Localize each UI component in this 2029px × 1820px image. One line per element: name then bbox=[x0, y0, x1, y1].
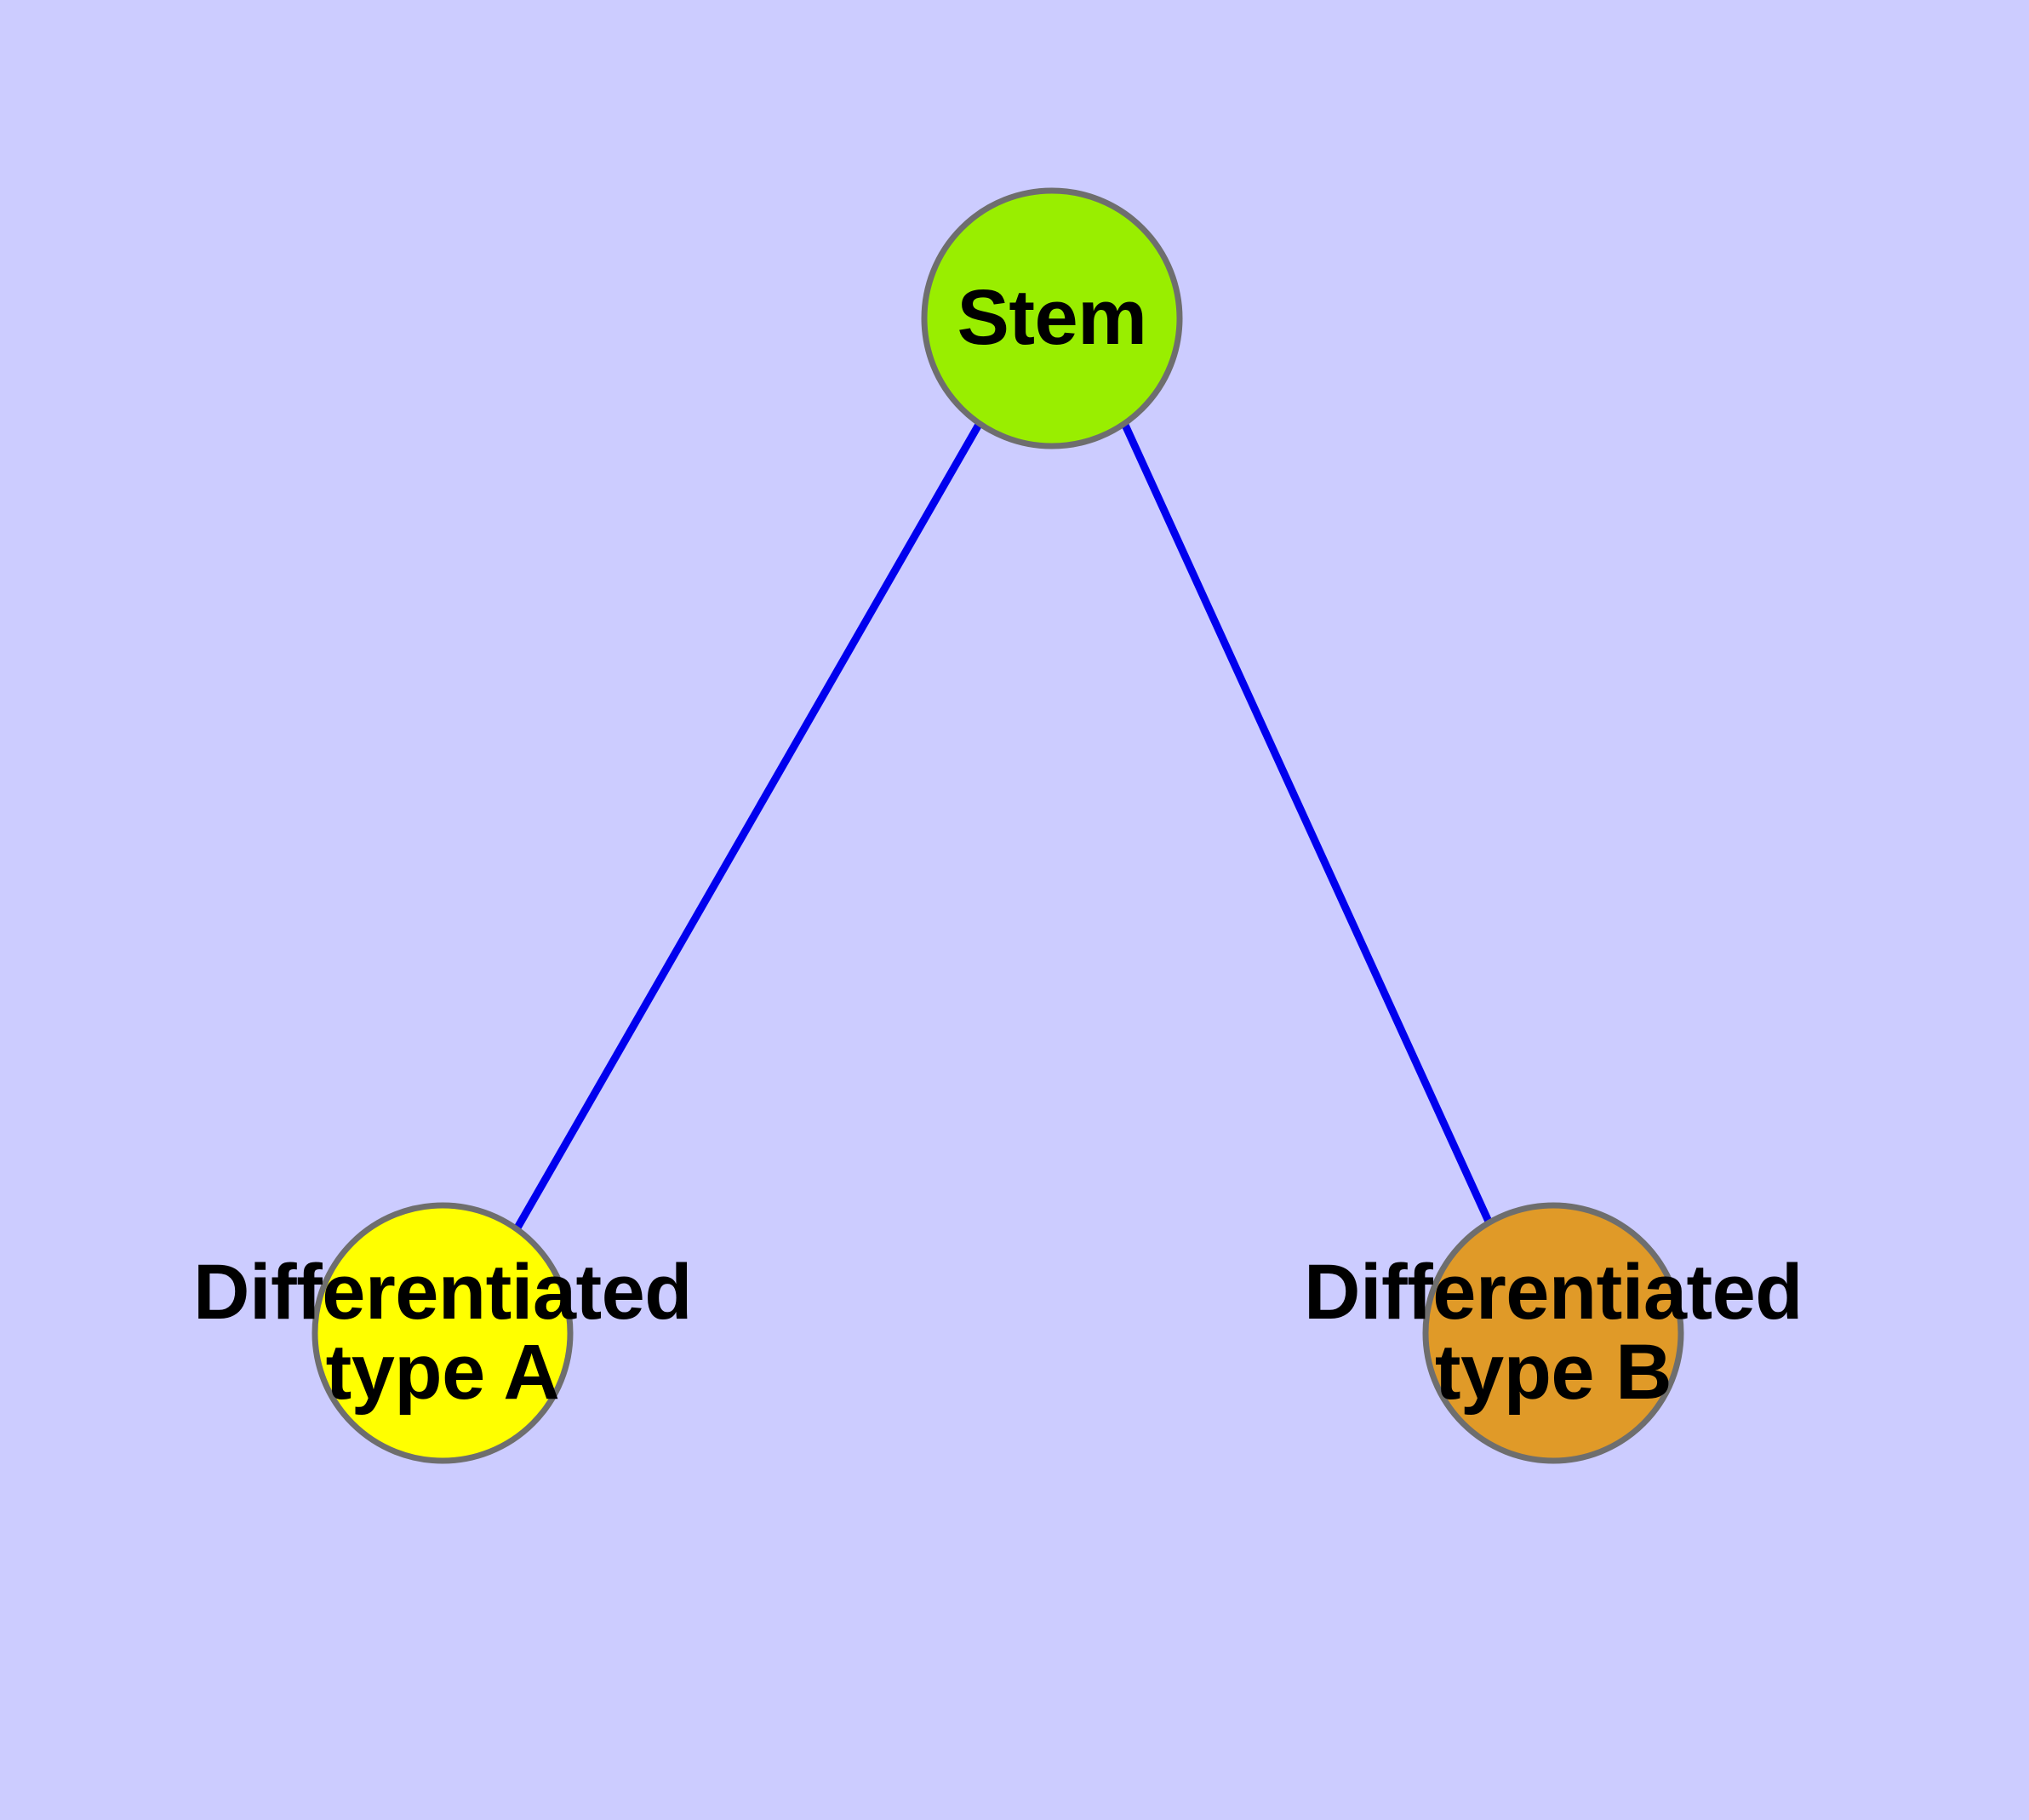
edge-layer bbox=[513, 421, 1494, 1232]
node-stem[interactable] bbox=[921, 187, 1183, 449]
node-differentiated-type-b[interactable] bbox=[1422, 1202, 1684, 1464]
node-differentiated-type-a[interactable] bbox=[311, 1202, 574, 1464]
edge-stem-to-diff-b[interactable] bbox=[1120, 421, 1494, 1225]
edge-stem-to-diff-a[interactable] bbox=[513, 421, 983, 1232]
node-layer bbox=[311, 187, 1684, 1464]
